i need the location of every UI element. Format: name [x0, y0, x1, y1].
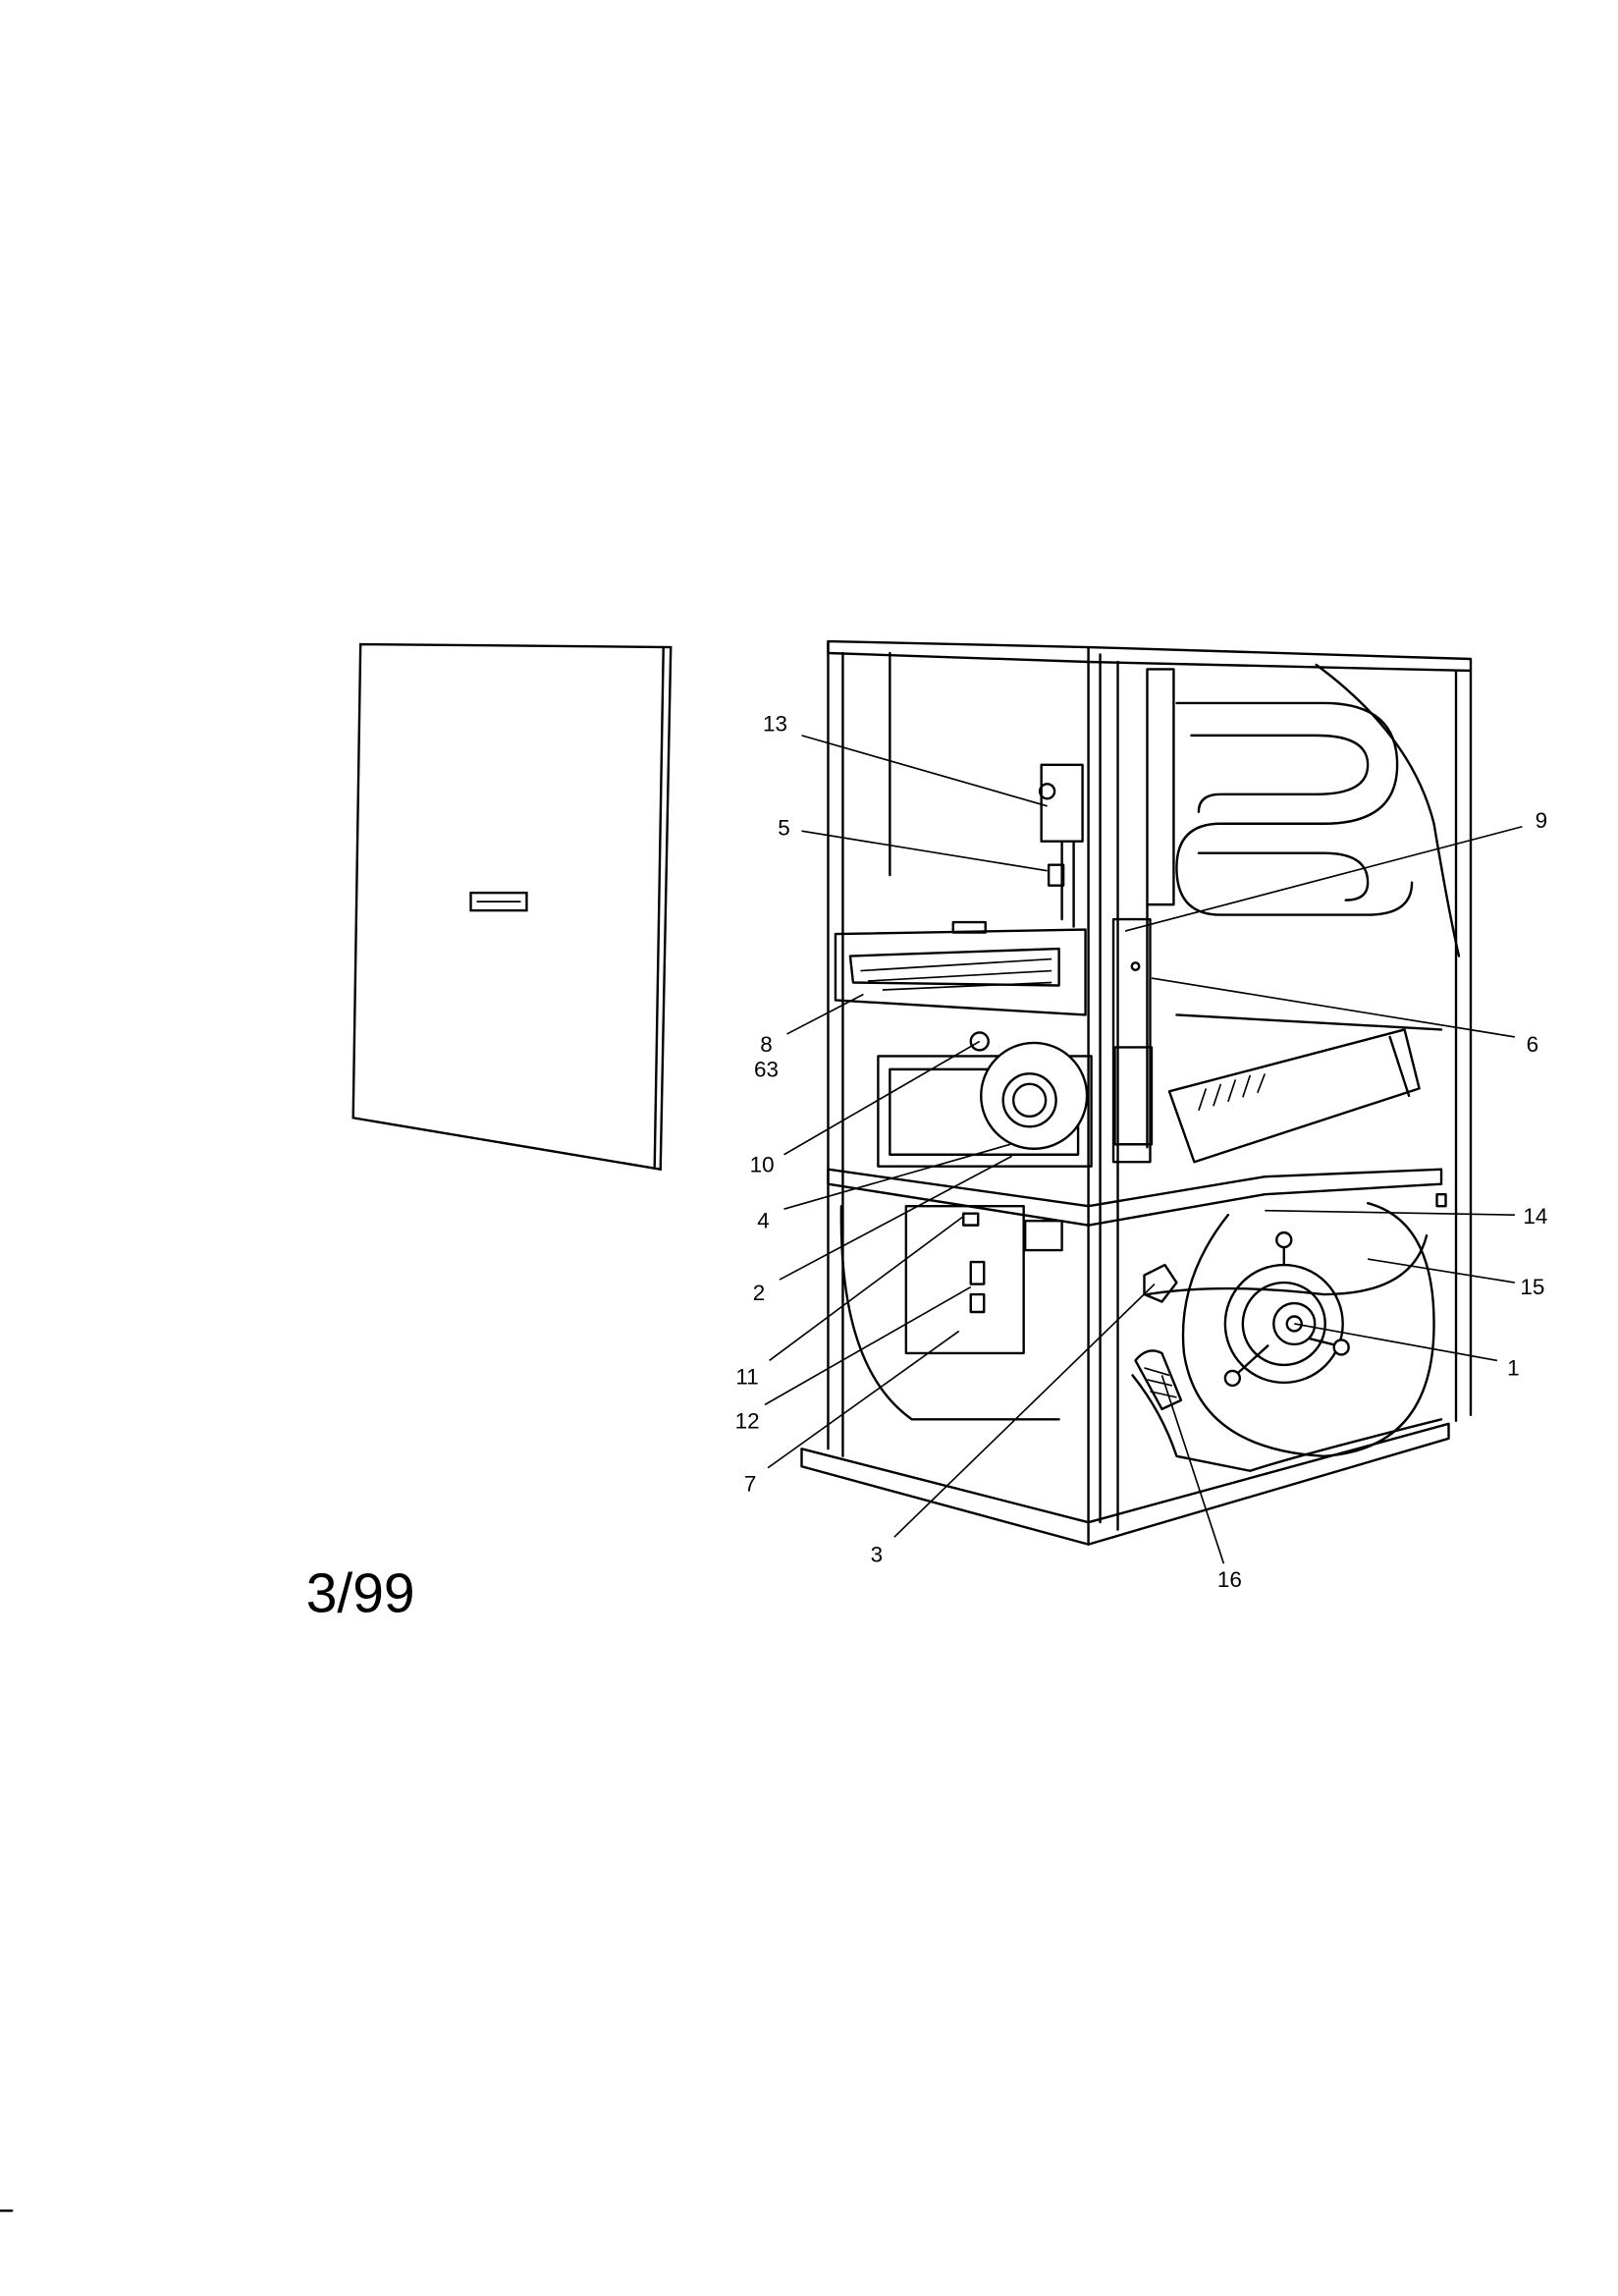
limit-switch — [1143, 1263, 1178, 1303]
furnace-cabinet — [800, 639, 1473, 1546]
inducer-motor — [877, 1031, 1154, 1168]
callout-15: 15 — [1520, 1275, 1544, 1299]
callout-2: 2 — [753, 1281, 766, 1305]
callout-7: 7 — [744, 1472, 757, 1497]
callout-16: 16 — [1217, 1567, 1242, 1592]
callout-1: 1 — [1507, 1355, 1520, 1380]
door-switch — [1134, 1349, 1183, 1411]
callout-3: 3 — [871, 1543, 884, 1567]
blower-assembly — [1131, 1192, 1447, 1472]
callout-12: 12 — [735, 1408, 760, 1433]
callout-11: 11 — [735, 1364, 758, 1389]
gas-valve — [1038, 763, 1084, 928]
callout-5: 5 — [778, 816, 790, 841]
callout-6: 6 — [1527, 1032, 1539, 1057]
callout-10: 10 — [750, 1153, 775, 1177]
burner-assembly — [834, 920, 1087, 1016]
date-code: 3/99 — [306, 1562, 415, 1625]
transformer-and-board — [839, 1204, 1063, 1421]
door-panel — [351, 642, 673, 1172]
filter-rack — [1167, 1028, 1421, 1164]
callout-8: 8 — [760, 1032, 773, 1057]
callout-13: 13 — [763, 711, 787, 736]
callout-14: 14 — [1523, 1204, 1547, 1229]
leader-lines — [764, 735, 1523, 1564]
control-box — [1111, 917, 1152, 1164]
callout-4: 4 — [757, 1209, 770, 1233]
heat-exchanger — [1175, 663, 1461, 1031]
callout-9: 9 — [1536, 808, 1548, 833]
callout-63: 63 — [754, 1057, 779, 1081]
